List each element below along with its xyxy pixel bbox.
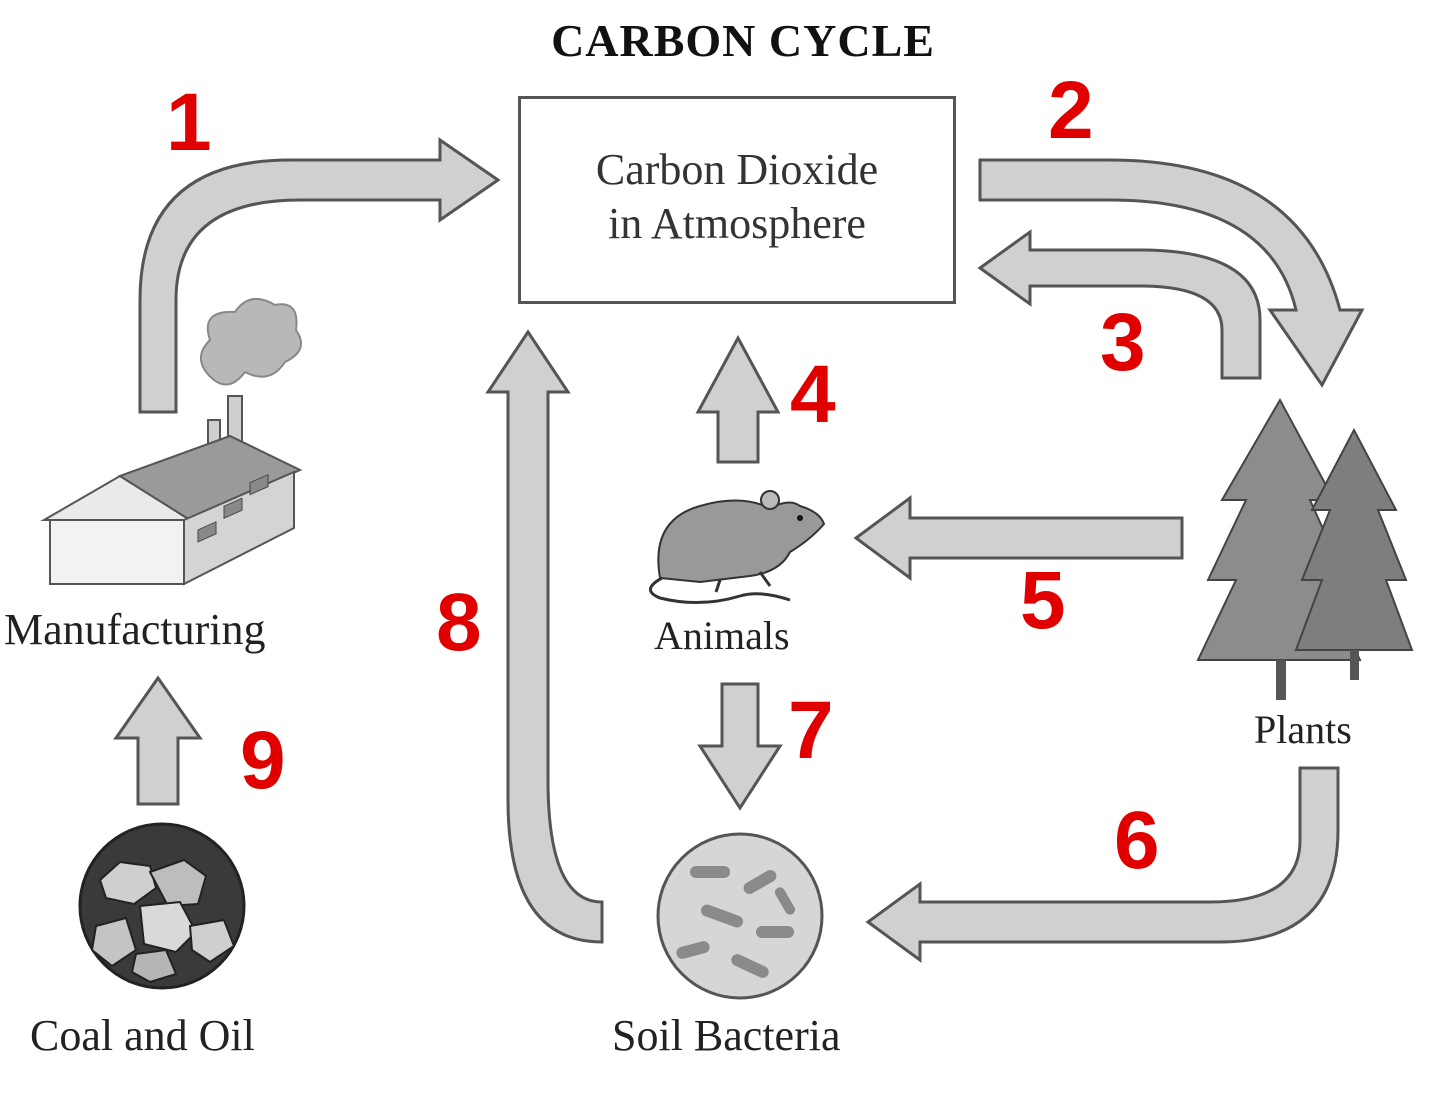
arrow-5 — [853, 495, 1184, 581]
arrow-4 — [695, 334, 781, 464]
atmosphere-label-line1: Carbon Dioxide — [595, 145, 879, 194]
step-number-4: 4 — [790, 349, 836, 440]
arrow-7 — [697, 682, 783, 811]
arrow-3 — [977, 229, 1262, 380]
step-number-2: 2 — [1048, 65, 1094, 156]
plants-label: Plants — [1254, 707, 1352, 752]
step-number-6: 6 — [1114, 795, 1160, 886]
step-number-8: 8 — [436, 577, 482, 668]
atmosphere-label-line2: in Atmosphere — [608, 199, 866, 248]
manufacturing-label: Manufacturing — [4, 605, 266, 654]
trees-icon — [1196, 397, 1414, 700]
mouse-icon — [649, 490, 826, 604]
soil-bacteria-label: Soil Bacteria — [612, 1011, 841, 1060]
arrow-1 — [138, 137, 501, 414]
arrow-9 — [113, 675, 203, 806]
factory-icon — [40, 297, 303, 586]
arrow-2 — [978, 158, 1365, 388]
coal-icon — [78, 822, 246, 990]
step-number-7: 7 — [788, 685, 834, 776]
bacteria-icon — [656, 832, 824, 1000]
step-number-3: 3 — [1100, 297, 1146, 388]
animals-label: Animals — [654, 613, 790, 658]
arrow-6 — [865, 766, 1340, 963]
diagram-title: CARBON CYCLE — [551, 15, 935, 66]
coal-oil-label: Coal and Oil — [30, 1011, 255, 1060]
step-number-5: 5 — [1020, 555, 1066, 646]
step-number-1: 1 — [166, 77, 212, 168]
step-number-9: 9 — [240, 715, 286, 806]
atmosphere-box: Carbon Dioxide in Atmosphere — [518, 96, 956, 304]
arrow-8 — [485, 329, 604, 944]
